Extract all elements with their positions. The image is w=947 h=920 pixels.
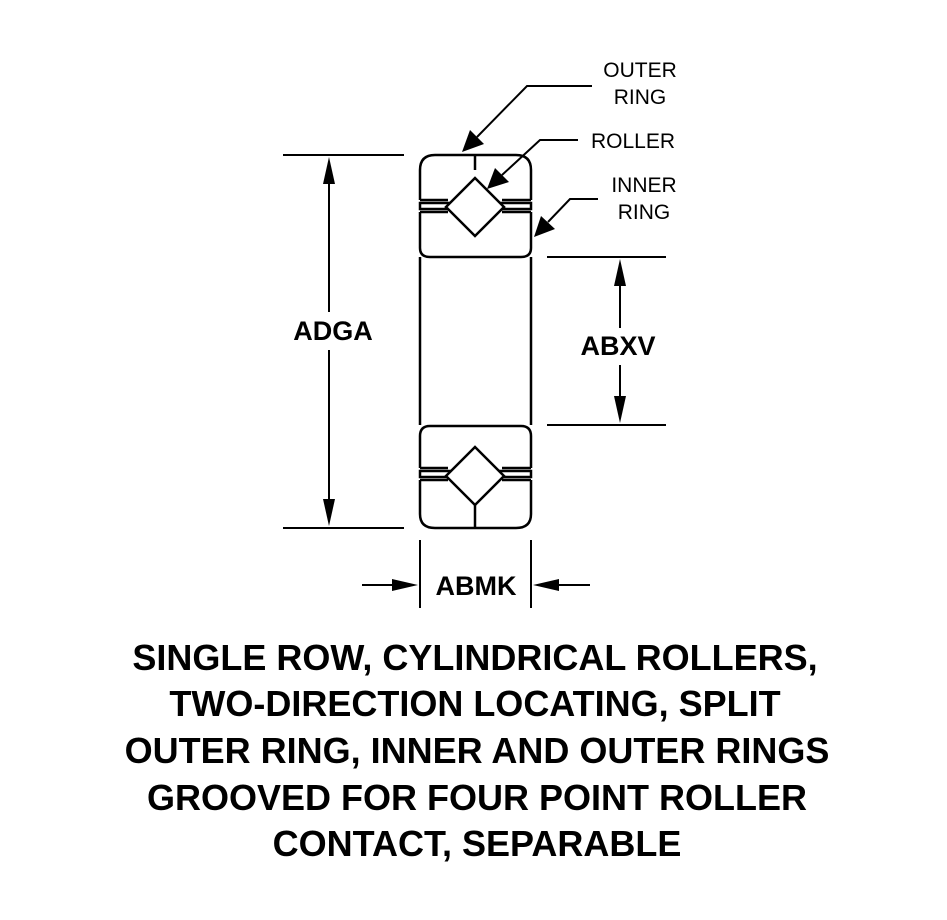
inner-ring-lower (418, 424, 533, 468)
arrowhead (533, 579, 559, 591)
caption-line-3: OUTER RING, INNER AND OUTER RINGS (125, 730, 830, 771)
roller-label: ROLLER (591, 130, 675, 153)
adga-dimension-line (283, 154, 404, 529)
abxv-dimension-label: ABXV (580, 331, 655, 361)
arrowhead (323, 499, 335, 526)
abxv-dimension-line (547, 256, 666, 426)
arrowhead (323, 157, 335, 184)
roller-leader (487, 139, 578, 189)
bearing-section (418, 153, 533, 530)
abmk-dimension-label: ABMK (436, 571, 517, 601)
arrowhead (534, 216, 555, 237)
arrowhead (462, 130, 484, 152)
arrowhead (487, 168, 509, 189)
arrowhead (614, 259, 626, 286)
roller-lower (444, 445, 506, 507)
inner-ring-label-line-2: RING (618, 201, 671, 224)
arrowhead (614, 396, 626, 423)
outer-ring-label-line-2: RING (614, 86, 667, 109)
adga-dimension-label: ADGA (293, 316, 373, 346)
upper-half (418, 153, 533, 259)
outer-ring-leader (462, 85, 592, 152)
outer-ring-label-line-1: OUTER (603, 59, 677, 82)
caption-line-5: CONTACT, SEPARABLE (273, 823, 682, 864)
lower-half (418, 424, 533, 530)
inner-ring-label-line-1: INNER (611, 174, 676, 197)
roller-upper (444, 176, 506, 238)
inner-ring-leader (534, 198, 598, 237)
caption-line-4: GROOVED FOR FOUR POINT ROLLER (147, 777, 807, 818)
inner-ring-upper (418, 212, 533, 259)
caption: SINGLE ROW, CYLINDRICAL ROLLERS, TWO-DIR… (125, 637, 830, 864)
abmk-dimension-line (362, 540, 590, 608)
arrowhead (392, 579, 418, 591)
caption-line-1: SINGLE ROW, CYLINDRICAL ROLLERS, (132, 637, 817, 678)
caption-line-2: TWO-DIRECTION LOCATING, SPLIT (169, 683, 780, 724)
